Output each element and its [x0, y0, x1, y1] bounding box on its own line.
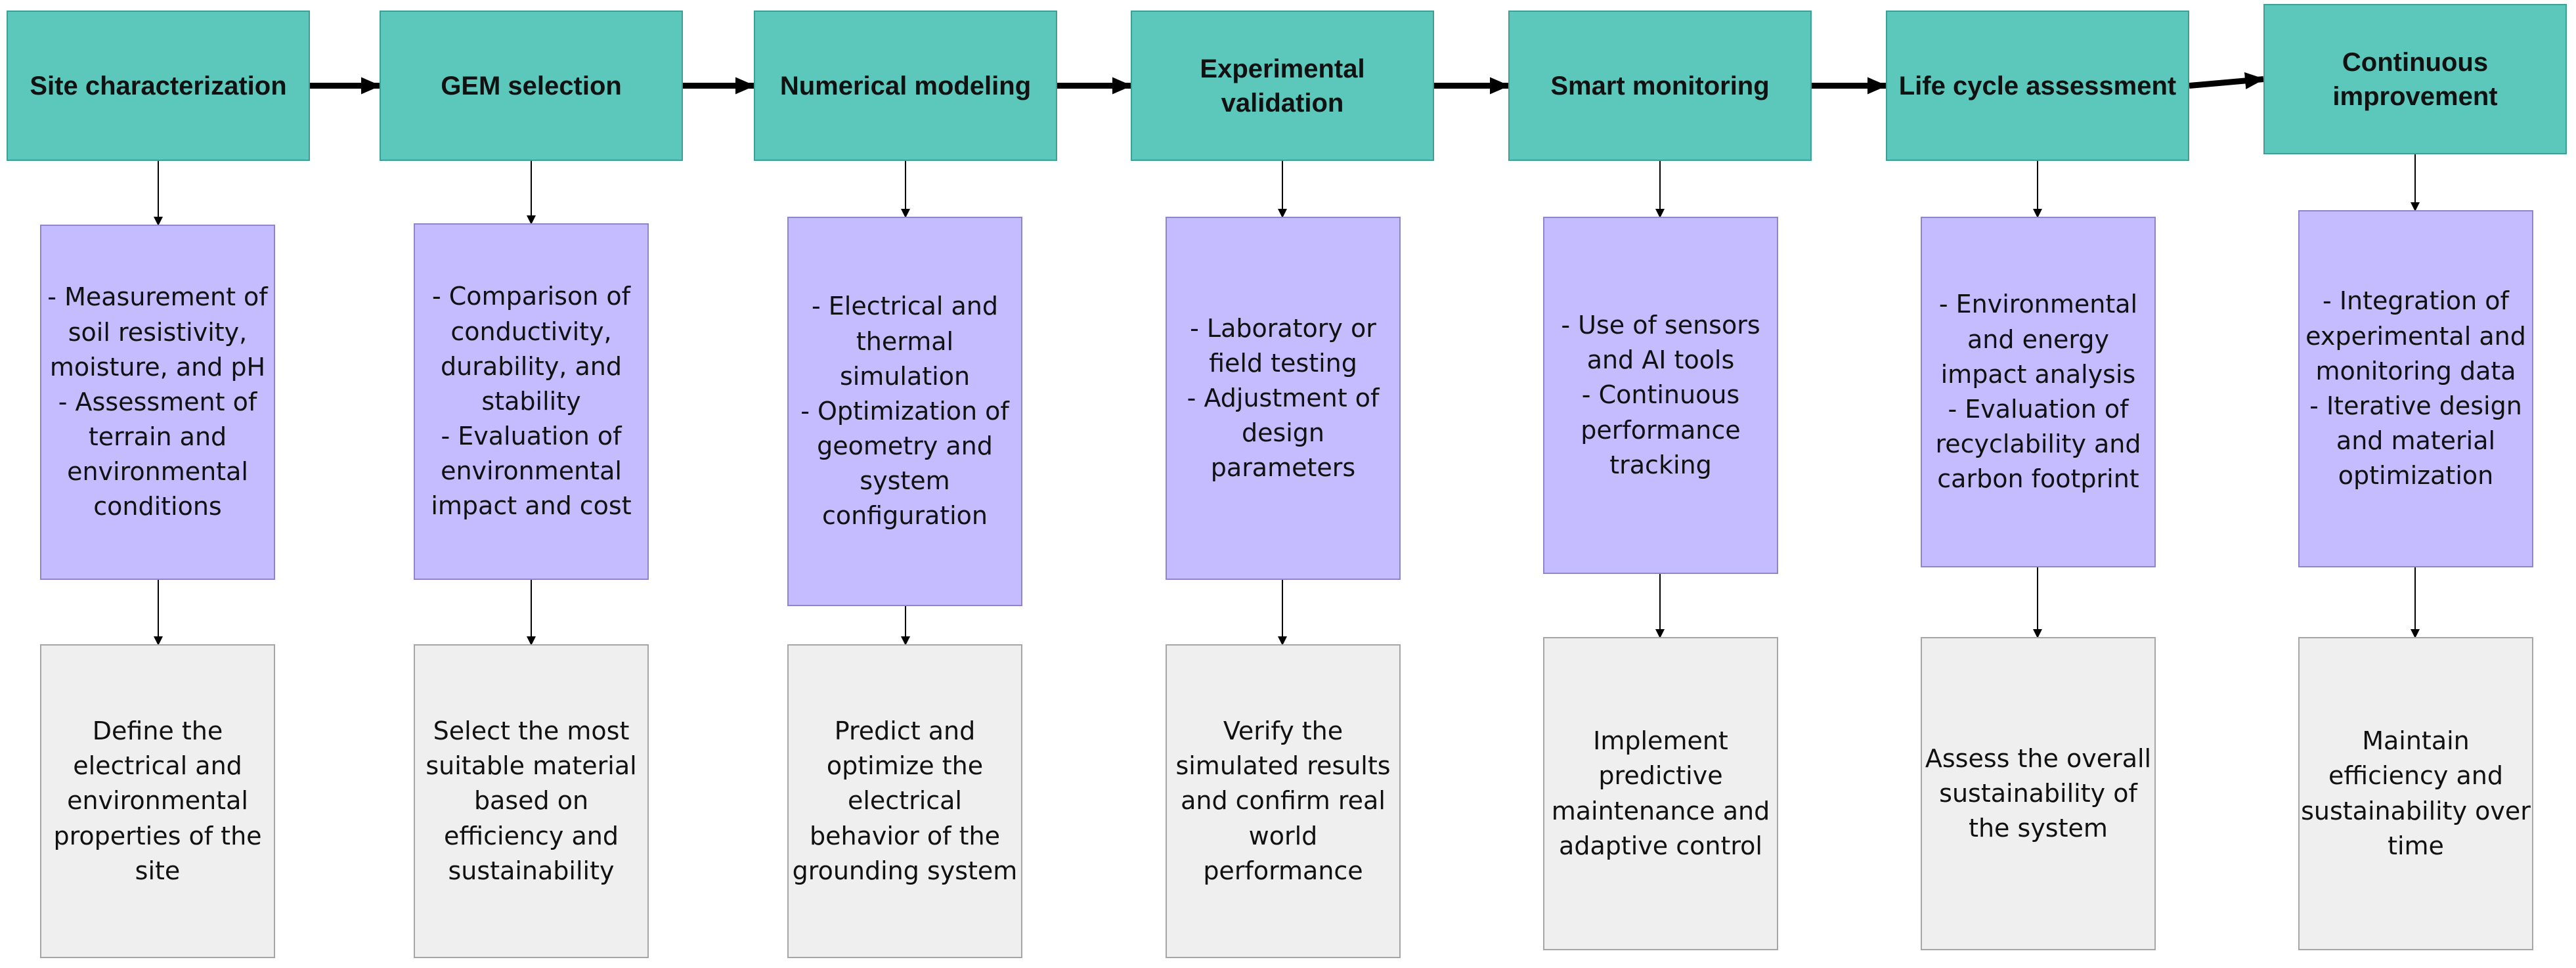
outcome-box-4: Verify the simulated results and confirm…: [1166, 644, 1401, 958]
step-title-4: Experimental validation: [1200, 54, 1365, 118]
detail-box-3: - Electrical and thermal simulation - Op…: [787, 217, 1022, 606]
step-box-4: Experimental validation: [1131, 11, 1434, 161]
detail-text-6: - Environmental and energy impact analys…: [1935, 290, 2141, 494]
detail-text-2: - Comparison of conductivity, durability…: [431, 282, 632, 521]
detail-box-4: - Laboratory or field testing - Adjustme…: [1166, 217, 1401, 580]
step-title-6: Life cycle assessment: [1898, 71, 2177, 100]
detail-text-7: - Integration of experimental and monito…: [2305, 286, 2526, 491]
outcome-box-7: Maintain efficiency and sustainability o…: [2298, 637, 2533, 950]
outcome-text-6: Assess the overall sustainability of the…: [1925, 743, 2152, 843]
detail-box-6: - Environmental and energy impact analys…: [1921, 217, 2156, 567]
outcome-text-3: Predict and optimize the electrical beha…: [792, 716, 1018, 885]
detail-box-1: - Measurement of soil resistivity, moist…: [40, 225, 275, 580]
step-box-6: Life cycle assessment: [1886, 11, 2189, 161]
step-box-3: Numerical modeling: [754, 11, 1057, 161]
detail-box-5: - Use of sensors and AI tools - Continuo…: [1543, 217, 1778, 574]
step-box-7: Continuous improvement: [2263, 4, 2567, 154]
outcome-box-6: Assess the overall sustainability of the…: [1921, 637, 2156, 950]
detail-text-5: - Use of sensors and AI tools - Continuo…: [1561, 311, 1760, 479]
step-box-5: Smart monitoring: [1508, 11, 1812, 161]
detail-box-2: - Comparison of conductivity, durability…: [414, 223, 649, 580]
outcome-text-2: Select the most suitable material based …: [426, 716, 637, 885]
step-box-1: Site characterization: [7, 11, 310, 161]
detail-text-1: - Measurement of soil resistivity, moist…: [47, 282, 268, 521]
step-title-5: Smart monitoring: [1550, 71, 1770, 100]
outcome-box-5: Implement predictive maintenance and ada…: [1543, 637, 1778, 950]
step-box-2: GEM selection: [380, 11, 683, 161]
step-title-2: GEM selection: [441, 71, 622, 100]
outcome-box-3: Predict and optimize the electrical beha…: [787, 644, 1022, 958]
arrow-step-6-to-7: [2189, 72, 2265, 89]
step-title-1: Site characterization: [30, 71, 287, 100]
detail-text-3: - Electrical and thermal simulation - Op…: [800, 292, 1009, 531]
outcome-box-2: Select the most suitable material based …: [414, 644, 649, 958]
outcome-text-1: Define the electrical and environmental …: [53, 716, 262, 885]
detail-text-4: - Laboratory or field testing - Adjustme…: [1187, 313, 1380, 483]
step-title-7: Continuous improvement: [2332, 47, 2498, 111]
step-title-3: Numerical modeling: [779, 71, 1032, 100]
outcome-text-4: Verify the simulated results and confirm…: [1175, 716, 1391, 885]
detail-box-7: - Integration of experimental and monito…: [2298, 210, 2533, 567]
outcome-text-7: Maintain efficiency and sustainability o…: [2301, 726, 2531, 860]
outcome-text-5: Implement predictive maintenance and ada…: [1551, 726, 1770, 860]
outcome-box-1: Define the electrical and environmental …: [40, 644, 275, 958]
